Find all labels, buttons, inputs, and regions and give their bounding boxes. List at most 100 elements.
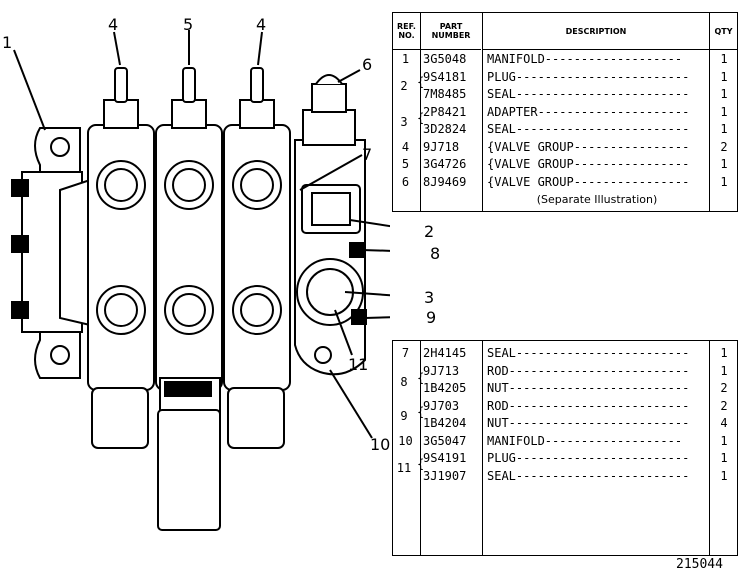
part-number-cell: 7M8485 <box>423 87 467 101</box>
brace-icon: { <box>417 75 425 89</box>
col-divider <box>482 13 483 211</box>
description-cell: NUT------------------------- <box>487 416 690 430</box>
qty-cell: 2 <box>720 381 728 395</box>
qty-cell: 1 <box>720 363 728 378</box>
part-number-cell: 3D2824 <box>423 122 467 136</box>
table-row: 2P8421 ADAPTER--------------------- 1 <box>393 104 737 122</box>
part-number-cell: 8J9469 <box>423 174 467 189</box>
group-ref-2: 2 <box>400 79 408 93</box>
part-number-cell: 2H4145 <box>423 346 467 360</box>
part-number-cell: 9S4191 <box>423 451 467 465</box>
header-ref-no: REF. NO. <box>393 13 420 50</box>
description-cell: MANIFOLD------------------- <box>487 433 683 448</box>
qty-cell: 2 <box>720 139 728 154</box>
description-cell: SEAL------------------------ <box>487 468 690 483</box>
description-cell: SEAL------------------------ <box>487 87 690 101</box>
callout-1: 1 <box>2 33 12 52</box>
callout-8-label: 8 <box>430 244 440 263</box>
brace-icon: { <box>417 405 425 419</box>
qty-cell: 1 <box>720 346 728 360</box>
description-cell: SEAL------------------------ <box>487 346 690 360</box>
group-ref-3: 3 <box>400 115 408 129</box>
table-row: 1 3G5048 MANIFOLD------------------- 1 <box>393 51 737 69</box>
description-cell: ROD------------------------- <box>487 398 690 413</box>
header-description: DESCRIPTION <box>483 13 709 50</box>
part-number-cell: 3G4726 <box>423 157 467 171</box>
ref-cell: 5 <box>401 157 410 171</box>
table-row: 7M8485 SEAL------------------------ 1 <box>393 86 737 104</box>
part-number-cell: 9J713 <box>423 363 460 378</box>
brace-icon: { <box>417 457 425 471</box>
part-number-cell: 2P8421 <box>423 104 467 119</box>
brace-icon: { <box>417 111 425 125</box>
table-row: 6 8J9469 {VALVE GROUP---------------- 1 <box>393 174 737 192</box>
qty-cell: 1 <box>720 451 728 465</box>
ref-cell: 7 <box>401 346 410 360</box>
group-ref-9: 9 <box>400 409 408 423</box>
part-number-cell: 1B4205 <box>423 381 467 395</box>
col-divider <box>420 341 421 555</box>
description-cell: MANIFOLD------------------- <box>487 52 683 66</box>
group-ref-8: 8 <box>400 375 408 389</box>
drawing-number: 215044 <box>676 557 723 572</box>
callout-3: 3 <box>424 288 434 307</box>
description-cell: {VALVE GROUP---------------- <box>487 157 690 171</box>
description-cell: PLUG------------------------ <box>487 451 690 465</box>
callout-6: 6 <box>362 55 372 74</box>
ref-cell: 1 <box>401 52 410 66</box>
callout-5: 5 <box>183 15 193 34</box>
col-divider <box>482 341 483 555</box>
col-divider <box>709 341 710 555</box>
ref-cell: 10 <box>398 433 413 448</box>
qty-cell: 1 <box>720 157 728 171</box>
qty-cell: 1 <box>720 122 728 136</box>
description-cell: {VALVE GROUP---------------- <box>487 139 690 154</box>
table-row: 9S4191 PLUG------------------------ 1 <box>393 450 737 468</box>
qty-cell: 1 <box>720 174 728 189</box>
callout-4-right: 4 <box>256 15 266 34</box>
ref-cell: 6 <box>401 174 410 189</box>
header-part-number: PART NUMBER <box>421 13 481 50</box>
description-cell: NUT------------------------- <box>487 381 690 395</box>
part-number-cell: 3G5047 <box>423 433 467 448</box>
qty-cell: 1 <box>720 87 728 101</box>
callout-7: 7 <box>362 145 372 164</box>
callout-4-left: 4 <box>108 15 118 34</box>
description-cell: ROD------------------------- <box>487 363 690 378</box>
qty-cell: 1 <box>720 52 728 66</box>
table-row: 9J703 ROD------------------------- 2 <box>393 398 737 416</box>
brace-icon: { <box>417 371 425 385</box>
ref-cell: 4 <box>401 139 410 154</box>
table-row: 9J713 ROD------------------------- 1 <box>393 363 737 381</box>
description-cell: SEAL------------------------ <box>487 122 690 136</box>
table-row: 3D2824 SEAL------------------------ 1 <box>393 121 737 139</box>
col-divider <box>420 13 421 211</box>
part-number-cell: 3J1907 <box>423 468 467 483</box>
part-number-cell: 9J703 <box>423 398 460 413</box>
separate-illustration-note: (Separate Illustration) <box>536 193 658 206</box>
part-number-cell: 9S4181 <box>423 69 467 84</box>
qty-cell: 1 <box>720 104 728 119</box>
callout-2: 2 <box>424 222 434 241</box>
valve-assembly-drawing: 1 4 5 4 6 7 8 11 10 <box>2 15 390 531</box>
qty-cell: 2 <box>720 398 728 413</box>
description-cell: {VALVE GROUP---------------- <box>487 174 690 189</box>
qty-cell: 4 <box>720 416 728 430</box>
table-row: 5 3G4726 {VALVE GROUP---------------- 1 <box>393 156 737 174</box>
callout-9: 9 <box>426 308 436 327</box>
table-row: 7 2H4145 SEAL------------------------ 1 <box>393 345 737 363</box>
qty-cell: 1 <box>720 69 728 84</box>
part-number-cell: 3G5048 <box>423 52 467 66</box>
right-callouts: 2 8 3 9 <box>424 222 440 327</box>
description-cell: ADAPTER--------------------- <box>487 104 690 119</box>
group-ref-11: 11 <box>396 461 412 475</box>
part-number-cell: 1B4204 <box>423 416 467 430</box>
table-row: 1B4204 NUT------------------------- 4 <box>393 415 737 433</box>
callout-10: 10 <box>370 435 390 454</box>
